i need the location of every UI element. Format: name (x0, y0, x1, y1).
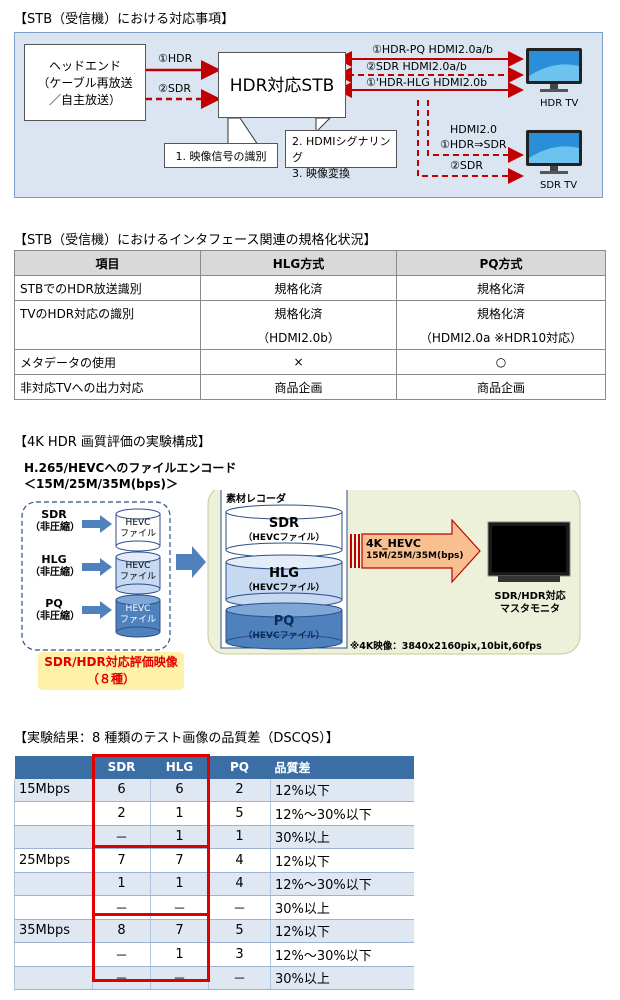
hevc-file-icons (115, 508, 161, 638)
eval-video-box: SDR/HDR対応評価映像 （８種） (38, 652, 184, 690)
headend-box: ヘッドエンド （ケーブル再放送 ／自主放送） (24, 44, 146, 121)
disk-hlg: HLG （HEVCファイル） (243, 566, 325, 593)
header-item: 項目 (14, 250, 201, 276)
disk-sdr: SDR （HEVCファイル） (243, 516, 325, 543)
callout1-tail (227, 117, 259, 146)
sdr-out-line2: ①HDR⇒SDR (440, 138, 507, 151)
table-row: －－－30%以上 (14, 966, 414, 990)
hdr-stb-box: HDR対応STB (218, 52, 346, 118)
section1-title: 【STB（受信機）における対応事項】 (14, 12, 235, 27)
headend-line1: ヘッドエンド (48, 59, 121, 73)
section2-title: 【STB（受信機）におけるインタフェース関連の規格化状況】 (14, 233, 377, 248)
headend-line3: ／自主放送） (48, 93, 121, 107)
callout-signal-identify: 1. 映像信号の識別 (164, 143, 278, 168)
interface-standard-table: 項目 HLG方式 PQ方式 STBでのHDR放送識別 規格化済 規格化済 TVの… (14, 250, 606, 400)
video-spec-note: ※4K映像：3840x2160pix,10bit,60fps (350, 641, 542, 652)
hdr-tv-label: HDR TV (540, 98, 579, 109)
stb-label: HDR対応STB (229, 76, 335, 96)
table-row: STBでのHDR放送識別 規格化済 規格化済 (14, 275, 606, 301)
table-header-row: 項目 HLG方式 PQ方式 (14, 250, 606, 276)
sdr-out-line3: ②SDR (450, 159, 483, 172)
table-header-row: SDR HLG PQ 品質差 (14, 756, 414, 779)
table-row: －－－30%以上 (14, 895, 414, 920)
callout-hdmi-signaling: 2. HDMIシグナリング 3. 映像変換 (285, 130, 397, 180)
recorder-label: 素材レコーダ (226, 494, 286, 505)
source-hlg: HLG （非圧縮） (30, 553, 80, 578)
encode-line2: ＜15M/25M/35M(bps)＞ (24, 477, 178, 491)
disk-pq: PQ （HEVCファイル） (243, 614, 325, 641)
arrow-sdr-tv-1 (427, 100, 524, 163)
arrow-sdr-tv-2 (417, 100, 524, 184)
hdr-tv-icon (526, 48, 582, 92)
table-row: メタデータの使用 × ○ (14, 349, 606, 375)
input-sdr-label: ②SDR (158, 82, 191, 95)
sdr-tv-label: SDR TV (540, 180, 578, 191)
monitor-label: SDR/HDR対応 マスタモニタ (494, 591, 566, 615)
highlight-divider-25 (92, 845, 210, 848)
section3-title: 【4K HDR 画質評価の実験構成】 (14, 435, 211, 450)
callout2-tail (315, 117, 332, 134)
hevc-stream-arrow (350, 518, 481, 584)
header-pq: PQ方式 (396, 250, 606, 276)
highlight-divider-35 (92, 913, 210, 916)
table-row: 非対応TVへの出力対応 商品企画 商品企画 (14, 374, 606, 400)
master-monitor-icon (487, 521, 571, 582)
input-hdr-label: ①HDR (158, 52, 193, 65)
output-pq-label: ①HDR-PQ HDMI2.0a/b (372, 43, 493, 56)
source-pq: PQ （非圧縮） (30, 597, 80, 622)
sdr-tv-icon (526, 130, 582, 174)
output-hlg-label: ①'HDR-HLG HDMI2.0b (366, 76, 488, 89)
experiment-diagram-shapes (21, 490, 581, 655)
sdr-out-line1: HDMI2.0 (450, 123, 497, 136)
hevc-rate-label: 4K_HEVC 15M/25M/35M(bps) (366, 537, 464, 562)
encode-line1: H.265/HEVCへのファイルエンコード (24, 461, 237, 475)
output-sdr-label: ②SDR HDMI2.0a/b (366, 60, 467, 73)
source-sdr: SDR （非圧縮） (30, 508, 80, 533)
section4-title: 【実験結果：8 種類のテスト画像の品質差（DSCQS）】 (14, 731, 339, 746)
headend-line2: （ケーブル再放送 (37, 76, 133, 90)
table-row: TVのHDR対応の識別 規格化済 規格化済 (14, 300, 606, 350)
header-hlg: HLG方式 (200, 250, 397, 276)
